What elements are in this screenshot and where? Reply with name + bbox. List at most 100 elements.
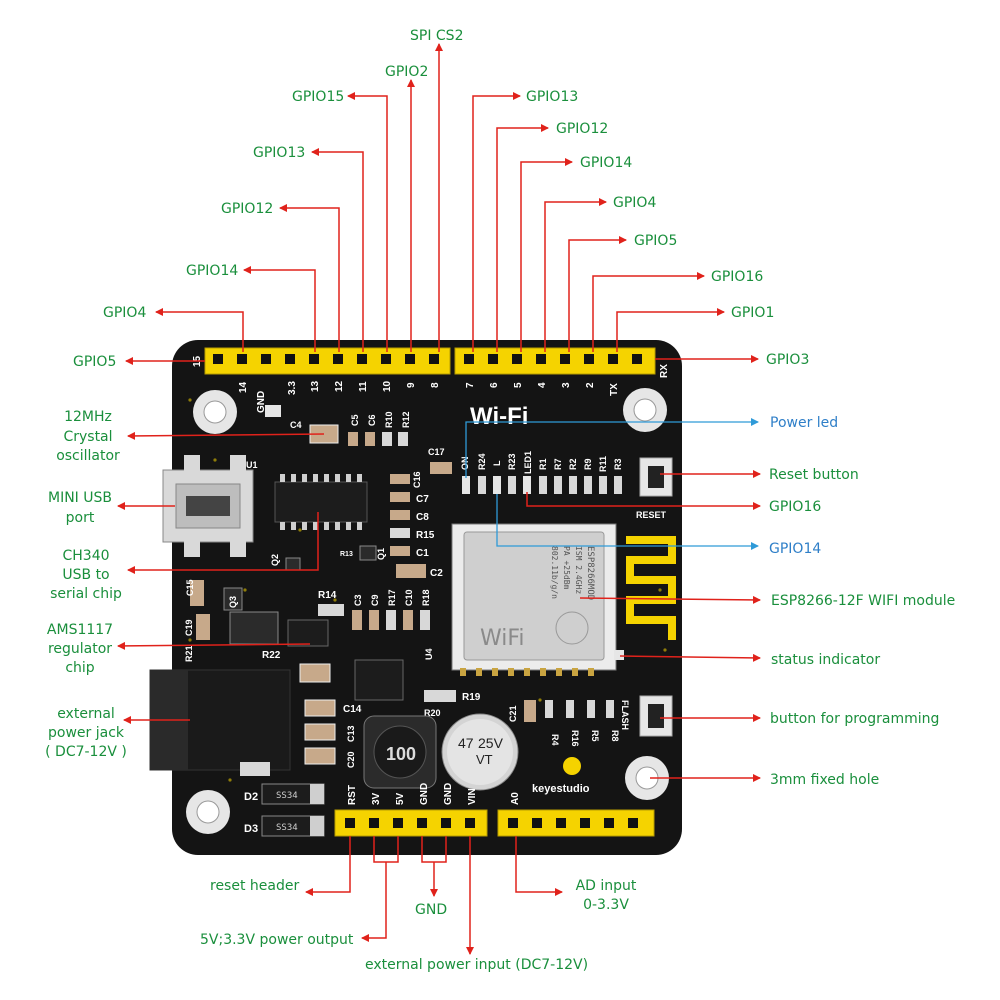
silk-reset: RESET (636, 510, 667, 520)
silk-r13: R13 (340, 551, 353, 558)
usb-tab (184, 541, 200, 557)
arrow-gpio12-right (496, 124, 549, 352)
label-crystal-3: oscillator (56, 448, 120, 464)
silk-r8: R8 (610, 730, 620, 742)
res-r9 (584, 476, 592, 494)
silk-q1: Q1 (376, 548, 386, 560)
arrow-gpio16-led (526, 492, 761, 510)
label-ch340-1: CH340 (62, 548, 109, 564)
silk-r4: R4 (550, 734, 560, 746)
silk-j1: U1 (246, 460, 258, 470)
regulator-body (287, 619, 329, 647)
top-left-header (204, 347, 451, 375)
led-led1 (523, 476, 531, 494)
led-l (493, 476, 501, 494)
label-spi-cs2: SPI CS2 (410, 28, 463, 44)
cap-c8 (390, 510, 410, 520)
res-r12 (398, 432, 408, 446)
silk-pin: A0 (510, 792, 521, 805)
d2-marking: SS34 (276, 791, 298, 801)
esp8266-module: ESP8266MOD ISM 2.4GHz PA +25dBm 802.11b/… (451, 523, 676, 676)
bottom-right-components: C21 R4 R16 R5 R8 FLASH keyestudio (508, 695, 673, 795)
led-smd (265, 405, 281, 417)
cap-c21 (524, 700, 536, 722)
silk-c19: C19 (184, 619, 194, 636)
label-ch340-2: USB to (62, 567, 109, 583)
silk-r21: R21 (184, 645, 194, 662)
label-power-led: Power led (770, 415, 838, 431)
label-gpio14-led: GPIO14 (769, 541, 821, 557)
arrow-gpio5-right (568, 236, 627, 352)
label-jack-3: ( DC7-12V ) (45, 744, 127, 760)
silk-pin: RX (659, 364, 670, 378)
arrow-reset-header (305, 836, 351, 896)
module-model: ESP8266MOD (585, 546, 595, 600)
cap-voltage: 25V (478, 735, 504, 751)
arrow-crystal (127, 431, 325, 440)
silk-pin: VIN (467, 788, 478, 805)
silk-c8: C8 (416, 512, 429, 523)
silk-pin: GND (256, 391, 267, 413)
arrow-gpio14-led (496, 494, 759, 550)
silk-c16: C16 (412, 471, 422, 488)
cap-c17 (430, 462, 452, 474)
arrow-gpio16-right (592, 272, 705, 352)
label-gpio4-left: GPIO4 (103, 305, 146, 321)
silk-r23: R23 (507, 453, 517, 470)
cap-smd (299, 663, 331, 683)
label-ad-input-1: AD input (576, 878, 637, 894)
label-gpio12-left: GPIO12 (221, 201, 273, 217)
silk-c7: C7 (416, 494, 429, 505)
mounting-hole-top-right (623, 388, 667, 432)
arrow-gpio13-right (472, 92, 521, 352)
silk-c5: C5 (350, 414, 360, 426)
header-holes (464, 354, 642, 364)
label-gpio14-right: GPIO14 (580, 155, 632, 171)
silk-q2: Q2 (270, 554, 280, 566)
power-led (462, 476, 470, 494)
arrow-power-led (465, 418, 759, 478)
jack-caps: C14 R20 C13 C20 (304, 699, 441, 768)
silk-led1: LED1 (523, 451, 533, 474)
silk-c14: C14 (343, 704, 362, 715)
silk-flash: FLASH (620, 700, 630, 730)
silk-c9: C9 (370, 594, 380, 606)
status-led (614, 650, 624, 660)
module-text: ESP8266MOD ISM 2.4GHz PA +25dBm 802.11b/… (550, 546, 595, 600)
mounting-hole-top-left (193, 390, 237, 434)
silk-c13: C13 (346, 725, 356, 742)
header-body (334, 809, 488, 837)
silk-pin: 2 (585, 382, 596, 388)
module-pa: PA +25dBm (562, 546, 571, 590)
arrow-status-indicator (619, 653, 761, 662)
res-r7 (554, 476, 562, 494)
silk-c2: C2 (430, 568, 443, 579)
label-gpio16-led: GPIO16 (769, 499, 821, 515)
silk-r5: R5 (590, 730, 600, 742)
silk-led-on: ON (460, 457, 470, 471)
reset-button: RESET (636, 457, 673, 520)
label-gpio2: GPIO2 (385, 64, 428, 80)
ams1117-regulator (229, 611, 331, 683)
label-usb-1: MINI USB (48, 490, 112, 506)
silk-r9: R9 (583, 458, 593, 470)
silk-c17: C17 (428, 447, 445, 457)
silk-r10: R10 (384, 411, 394, 428)
brand-text: keyestudio (532, 783, 590, 795)
silk-u4: U4 (424, 648, 434, 660)
cap-c2 (396, 564, 426, 578)
silk-pin: TX (609, 383, 620, 396)
res-r11 (599, 476, 607, 494)
label-usb-2: port (66, 510, 95, 526)
silk-r14: R14 (318, 590, 337, 601)
arrow-esp-module (579, 595, 761, 604)
cap-c19 (196, 614, 210, 640)
res-r24 (478, 476, 486, 494)
diodes: SS34 SS34 D2 D3 (244, 783, 325, 837)
arrow-gpio4-right (544, 198, 607, 352)
header-holes (213, 354, 439, 364)
arrow-gpio14-left (243, 266, 316, 352)
logo-mark (563, 757, 581, 775)
label-crystal-2: Crystal (63, 429, 112, 445)
